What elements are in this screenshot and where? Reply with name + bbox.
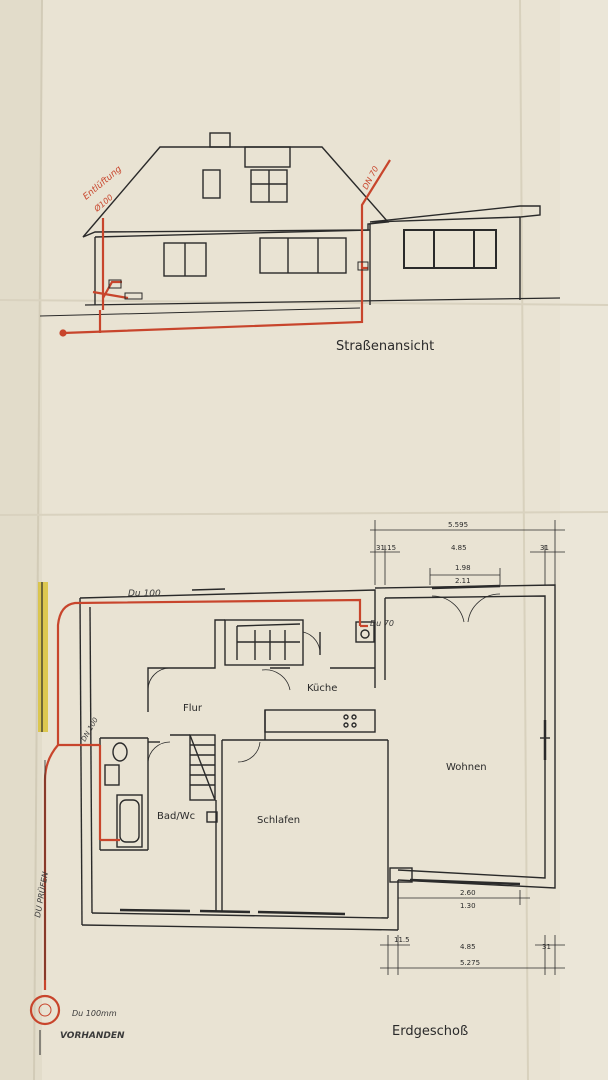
stair-lower: [189, 734, 216, 801]
pipe-label-bottom-1: Du 100mm: [72, 1009, 117, 1018]
dim-bottom-right: 31: [542, 943, 551, 951]
dim-bottom-left: 11.5: [394, 936, 410, 944]
outer-wall-top: [79, 589, 376, 688]
toilet: [112, 742, 128, 762]
dim-window-2: 1.30: [460, 902, 476, 910]
floorplan-drain-pipes: [29, 598, 368, 1026]
roof-outline: [82, 146, 390, 238]
pipe-label-du70: Du 70: [370, 619, 394, 628]
pipe-label-du100-top: Du 100: [128, 589, 161, 599]
gable-window: [202, 169, 221, 199]
dormer: [244, 146, 291, 168]
dimension-lines: [191, 520, 565, 975]
elevation-drain-pipes: [59, 159, 391, 337]
floorplan-title: Erdgeschoß: [392, 1024, 468, 1039]
street-elevation: [39, 132, 561, 317]
chimney: [209, 132, 231, 148]
annex-window: [403, 229, 497, 269]
dim-bottom-total: 5.275: [460, 959, 480, 967]
pipe-label-bottom-2: VORHANDEN: [60, 1031, 125, 1041]
sink: [104, 764, 120, 786]
dim-window-1: 2.60: [460, 889, 476, 897]
dim-top-right: 31: [540, 544, 549, 552]
room-label-wohnen: Wohnen: [446, 762, 487, 773]
ground-floor-plan: [79, 584, 556, 931]
room-label-bad: Bad/Wc: [157, 811, 195, 822]
dim-door-2: 2.11: [455, 577, 471, 585]
elevation-fixtures: [108, 261, 369, 300]
dim-top-inner: 4.85: [451, 544, 467, 552]
elevation-title: Straßenansicht: [336, 339, 434, 354]
dim-bottom-inner: 4.85: [460, 943, 476, 951]
bathtub: [116, 794, 143, 848]
room-label-flur: Flur: [183, 703, 203, 714]
stair-upper: [224, 619, 304, 666]
elevation-window-2: [259, 237, 347, 274]
room-label-schlafen: Schlafen: [257, 815, 300, 826]
dim-top-total: 5.595: [448, 521, 468, 529]
dim-door-1: 1.98: [455, 564, 471, 572]
room-label-kueche: Küche: [307, 683, 337, 694]
dim-top-left: 31.15: [376, 544, 396, 552]
yellow-marker-strip: [38, 582, 48, 732]
